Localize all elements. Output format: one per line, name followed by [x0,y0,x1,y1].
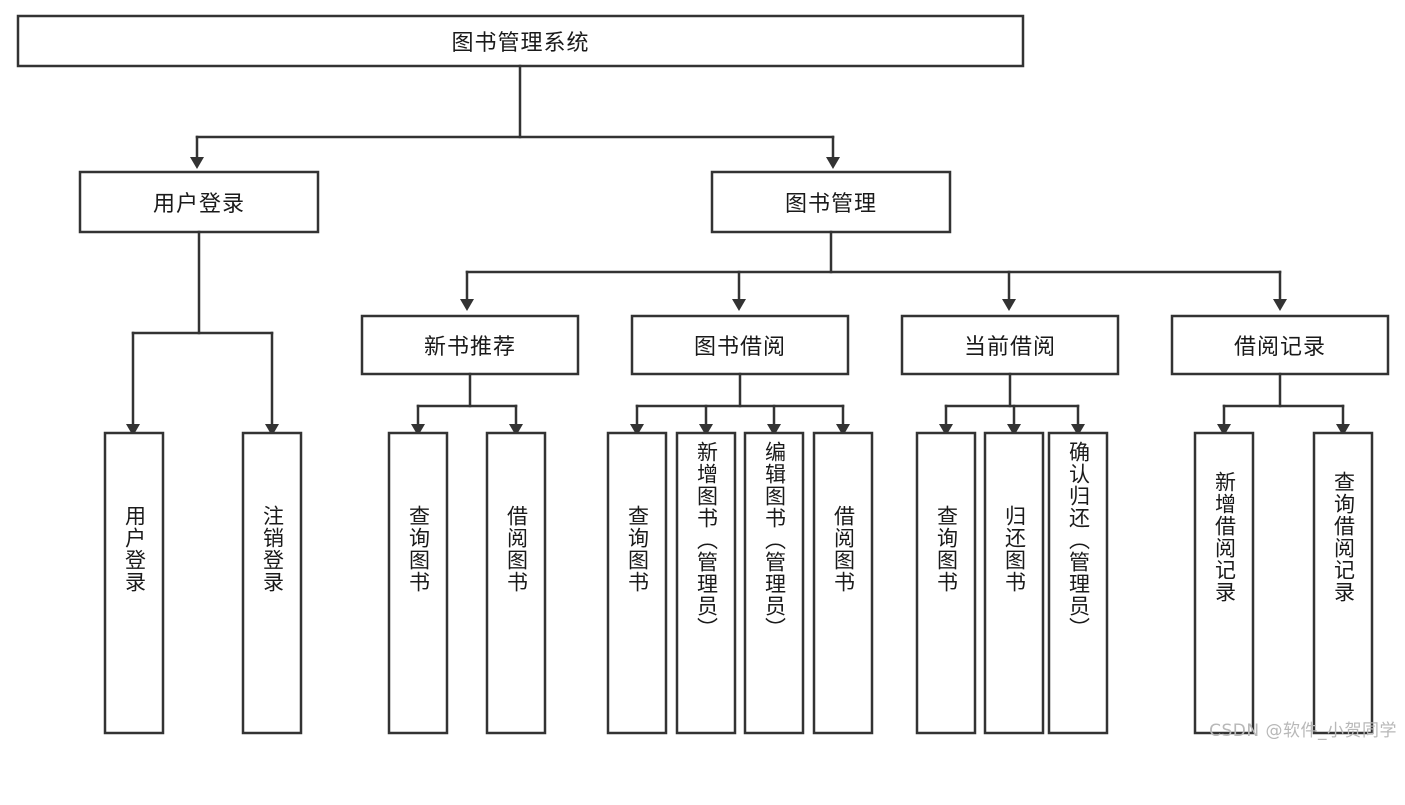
node-leaf-add-book-box[interactable] [675,431,737,735]
node-user-login-box[interactable] [78,170,320,234]
node-borrow-record-box[interactable] [1170,314,1390,376]
flowchart-canvas: 图书管理系统 用户登录 图书管理 新书推荐 图书借阅 当前借阅 借阅记录 用户登… [16,14,1397,741]
node-root-box[interactable] [16,14,1025,68]
node-leaf-return-book-box[interactable] [983,431,1045,735]
flowchart-svg [16,14,1390,735]
node-leaf-borrow-book-2-box[interactable] [812,431,874,735]
node-current-borrow-box[interactable] [900,314,1120,376]
csdn-watermark: CSDN @软件_小贺同学 [1209,721,1397,741]
node-leaf-borrow-book-1-box[interactable] [485,431,547,735]
node-leaf-add-record-box[interactable] [1193,431,1255,735]
node-book-management-box[interactable] [710,170,952,234]
node-leaf-edit-book-box[interactable] [743,431,805,735]
node-leaf-query-book-2-box[interactable] [606,431,668,735]
node-leaf-query-record-box[interactable] [1312,431,1374,735]
node-new-book-recommend-box[interactable] [360,314,580,376]
node-leaf-confirm-return-box[interactable] [1047,431,1109,735]
node-leaf-user-login-box[interactable] [103,431,165,735]
node-leaf-logout-login-box[interactable] [241,431,303,735]
node-leaf-query-book-1-box[interactable] [387,431,449,735]
node-book-borrow-box[interactable] [630,314,850,376]
node-leaf-query-book-3-box[interactable] [915,431,977,735]
